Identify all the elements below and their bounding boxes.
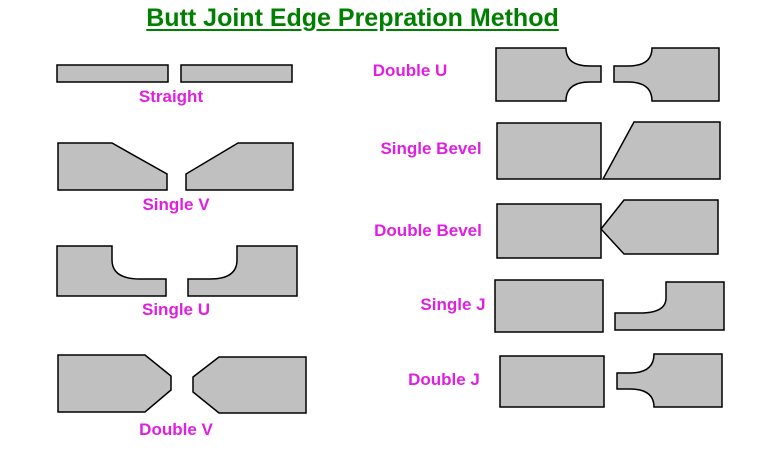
single-u-joint (56, 245, 298, 297)
single-j-plate-left (494, 279, 604, 333)
single-u-plate-left (56, 245, 167, 297)
single-v-joint (57, 142, 294, 191)
double-u-plate-left (495, 47, 602, 102)
double-bevel-joint (496, 199, 719, 259)
single-v-plate-left (57, 142, 168, 191)
double-u-plate-right (613, 47, 720, 102)
double-j-plate-right (616, 353, 723, 408)
single-j-joint (494, 279, 725, 333)
label-single-j: Single J (420, 295, 486, 314)
double-v-plate-right (192, 356, 307, 414)
single-bevel-plate-right (601, 121, 721, 180)
double-bevel-plate-right (600, 199, 719, 255)
double-j-plate-left (499, 355, 605, 408)
straight-joint (56, 64, 293, 83)
label-single-v: Single V (142, 195, 210, 214)
label-single-bevel: Single Bevel (380, 139, 482, 158)
label-single-u: Single U (141, 300, 211, 319)
double-v-plate-left (57, 354, 172, 413)
label-double-v: Double V (139, 420, 213, 439)
single-bevel-joint (496, 121, 721, 180)
single-v-plate-right (185, 142, 294, 191)
straight-plate-left (56, 64, 169, 83)
single-j-plate-right (614, 281, 725, 331)
label-double-u: Double U (372, 61, 448, 80)
double-j-joint (499, 353, 723, 408)
label-double-bevel: Double Bevel (374, 221, 482, 240)
single-u-plate-right (187, 245, 298, 297)
straight-plate-right (180, 64, 293, 83)
label-double-j: Double J (408, 370, 480, 389)
page-title: Butt Joint Edge Prepration Method (146, 4, 559, 32)
single-bevel-plate-left (496, 122, 602, 180)
double-u-joint (495, 47, 720, 102)
label-straight: Straight (138, 87, 204, 106)
double-v-joint (57, 354, 307, 414)
double-bevel-plate-left (496, 203, 602, 259)
